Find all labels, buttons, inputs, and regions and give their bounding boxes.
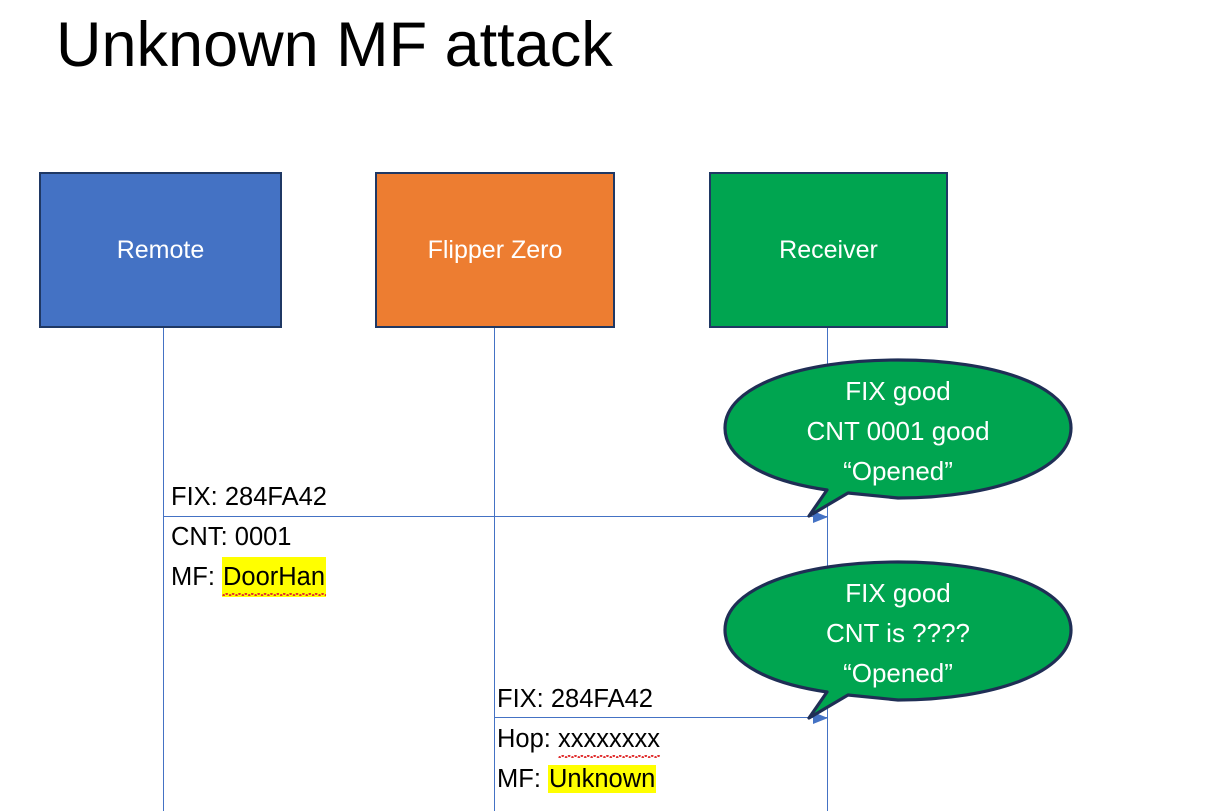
message2-line-hop-value: xxxxxxxx	[557, 719, 660, 759]
message2-line-fix-key: FIX:	[497, 685, 544, 713]
callout-bubble-shape-1	[723, 358, 1073, 518]
page-title: Unknown MF attack	[56, 10, 613, 80]
message-line-mf: MF: DoorHan	[171, 557, 327, 597]
message-line-fix-key: FIX:	[171, 483, 218, 511]
message2-line-fix: FIX: 284FA42	[497, 679, 660, 719]
actor-label-receiver: Receiver	[779, 236, 878, 264]
message2-line-fix-value: 284FA42	[550, 685, 653, 713]
message2-line-mf-value: Unknown	[548, 765, 657, 793]
message2-line-hop-key: Hop:	[497, 725, 551, 753]
message-label-flipper-to-receiver: FIX: 284FA42 Hop: xxxxxxxx MF: Unknown	[497, 679, 660, 799]
actor-label-remote: Remote	[116, 236, 205, 264]
message-line-fix: FIX: 284FA42	[171, 477, 327, 517]
message-line-fix-value: 284FA42	[224, 483, 327, 511]
lifeline-remote	[163, 328, 164, 811]
message-arrow-remote-to-receiver	[163, 511, 828, 523]
callout-first-transmission: FIX good CNT 0001 good “Opened”	[723, 358, 1073, 523]
callout-bubble-shape-2	[723, 560, 1073, 720]
actor-label-flipper: Flipper Zero	[427, 236, 563, 264]
message-line-mf-value: DoorHan	[222, 557, 327, 597]
message-line-cnt: CNT: 0001	[171, 517, 327, 557]
message2-line-hop: Hop: xxxxxxxx	[497, 719, 660, 759]
message-line-cnt-value: 0001	[234, 523, 292, 551]
message2-line-mf: MF: Unknown	[497, 759, 660, 799]
actor-box-receiver[interactable]: Receiver	[709, 172, 948, 328]
callout-second-transmission: FIX good CNT is ???? “Opened”	[723, 560, 1073, 725]
actor-box-flipper[interactable]: Flipper Zero	[375, 172, 615, 328]
message-line-cnt-key: CNT:	[171, 523, 228, 551]
message2-line-mf-key: MF:	[497, 765, 541, 793]
lifeline-flipper	[494, 328, 495, 811]
message-line-mf-key: MF:	[171, 563, 215, 591]
message-label-remote-to-receiver: FIX: 284FA42 CNT: 0001 MF: DoorHan	[171, 477, 327, 597]
actor-box-remote[interactable]: Remote	[39, 172, 282, 328]
